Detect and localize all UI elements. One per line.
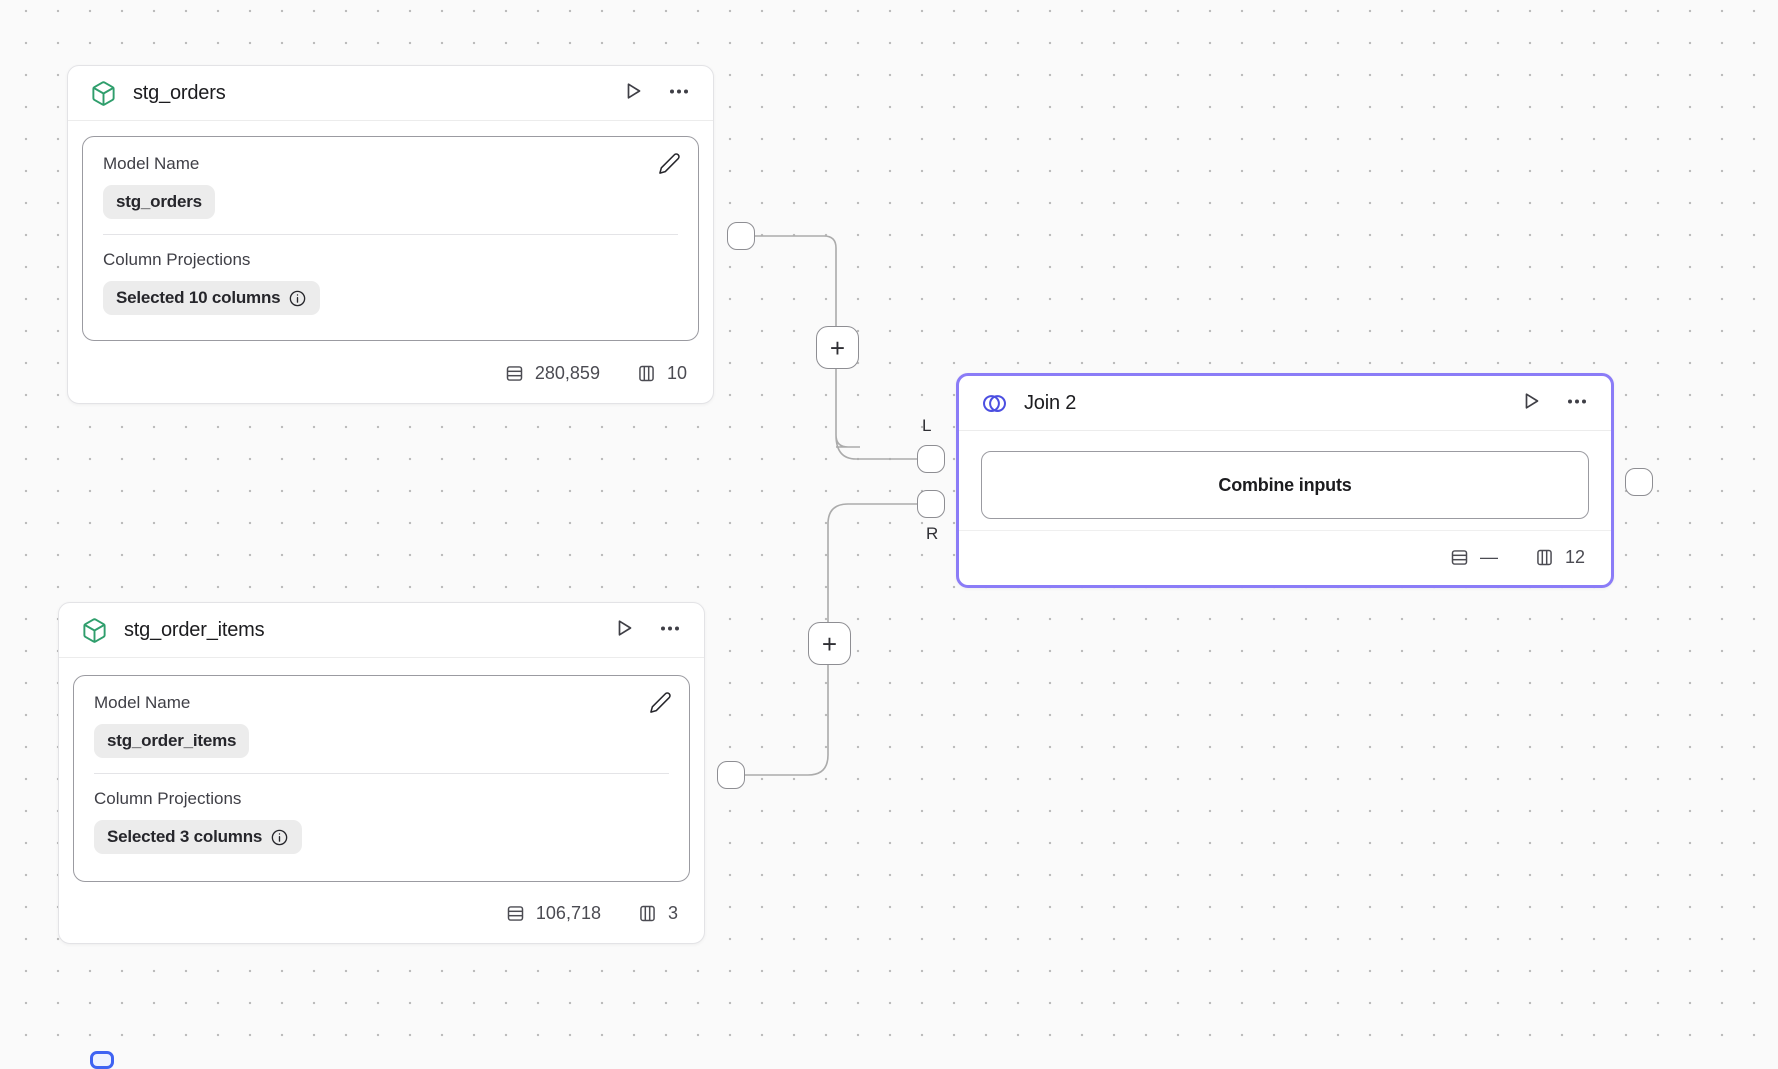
columns-icon xyxy=(637,903,658,924)
node-config-card: Model Name stg_order_items Column Projec… xyxy=(73,675,690,882)
join-venn-icon xyxy=(981,390,1008,417)
node-title: Join 2 xyxy=(1024,391,1077,414)
pencil-icon[interactable] xyxy=(649,691,672,719)
add-node-on-edge-button-bottom[interactable]: + xyxy=(808,622,851,665)
columns-icon xyxy=(636,363,657,384)
output-port-stg-order-items[interactable] xyxy=(717,761,745,789)
row-count-value: — xyxy=(1479,546,1498,567)
play-icon[interactable] xyxy=(612,616,636,645)
node-title: stg_order_items xyxy=(124,618,265,641)
column-projections-chip[interactable]: Selected 3 columns xyxy=(94,820,303,854)
node-join-2-header: Join 2 xyxy=(959,376,1611,431)
field-divider xyxy=(94,773,669,774)
info-icon[interactable] xyxy=(288,289,307,308)
output-port-stg-orders[interactable] xyxy=(727,222,755,250)
offscreen-node-fragment[interactable] xyxy=(90,1051,114,1069)
ellipsis-icon[interactable] xyxy=(667,79,691,108)
pencil-icon[interactable] xyxy=(658,152,681,180)
column-count-stat: 12 xyxy=(1534,547,1585,568)
node-stg-order-items-header: stg_order_items xyxy=(59,603,704,658)
add-node-on-edge-button-top[interactable]: + xyxy=(816,326,859,369)
cube-icon xyxy=(90,80,117,107)
node-stats: 280,859 10 xyxy=(68,343,713,403)
row-count-value: 280,859 xyxy=(534,362,600,383)
node-stats: 106,718 3 xyxy=(59,883,704,943)
combine-inputs-button[interactable]: Combine inputs xyxy=(981,451,1589,519)
column-projections-label: Column Projections xyxy=(94,789,242,808)
row-count-stat: 106,718 xyxy=(505,903,601,924)
node-stg-order-items[interactable]: stg_order_items Model Name stg_order_ite… xyxy=(58,602,705,944)
right-port-label: R xyxy=(926,524,939,543)
join-input-port-right[interactable] xyxy=(917,490,945,518)
rows-icon xyxy=(505,903,526,924)
row-count-stat: — xyxy=(1449,547,1498,568)
node-config-card: Model Name stg_orders Column Projections… xyxy=(82,136,699,341)
node-join-2[interactable]: Join 2 Combine inputs — xyxy=(956,373,1614,588)
ellipsis-icon[interactable] xyxy=(658,616,682,645)
node-stg-orders[interactable]: stg_orders Model Name stg_orders Column … xyxy=(67,65,714,404)
column-count-value: 12 xyxy=(1564,546,1585,567)
model-name-chip[interactable]: stg_orders xyxy=(103,185,215,219)
model-name-label: Model Name xyxy=(94,693,191,712)
field-divider xyxy=(103,234,678,235)
info-icon[interactable] xyxy=(270,828,289,847)
cube-icon xyxy=(81,617,108,644)
left-port-label: L xyxy=(922,416,932,435)
columns-icon xyxy=(1534,547,1555,568)
node-stats: — 12 xyxy=(959,529,1611,585)
node-stg-orders-header: stg_orders xyxy=(68,66,713,121)
column-count-value: 3 xyxy=(667,902,678,923)
model-name-chip[interactable]: stg_order_items xyxy=(94,724,250,758)
row-count-value: 106,718 xyxy=(535,902,601,923)
ellipsis-icon[interactable] xyxy=(1565,389,1589,418)
column-count-stat: 3 xyxy=(637,903,678,924)
join-input-port-left[interactable] xyxy=(917,445,945,473)
rows-icon xyxy=(504,363,525,384)
node-title: stg_orders xyxy=(133,81,226,104)
column-count-value: 10 xyxy=(666,362,687,383)
rows-icon xyxy=(1449,547,1470,568)
row-count-stat: 280,859 xyxy=(504,363,600,384)
model-name-label: Model Name xyxy=(103,154,200,173)
play-icon[interactable] xyxy=(1519,389,1543,418)
column-projections-label: Column Projections xyxy=(103,250,251,269)
column-projections-chip[interactable]: Selected 10 columns xyxy=(103,281,321,315)
footer-divider xyxy=(959,530,1611,531)
play-icon[interactable] xyxy=(621,79,645,108)
column-count-stat: 10 xyxy=(636,363,687,384)
output-port-join-2[interactable] xyxy=(1625,468,1653,496)
